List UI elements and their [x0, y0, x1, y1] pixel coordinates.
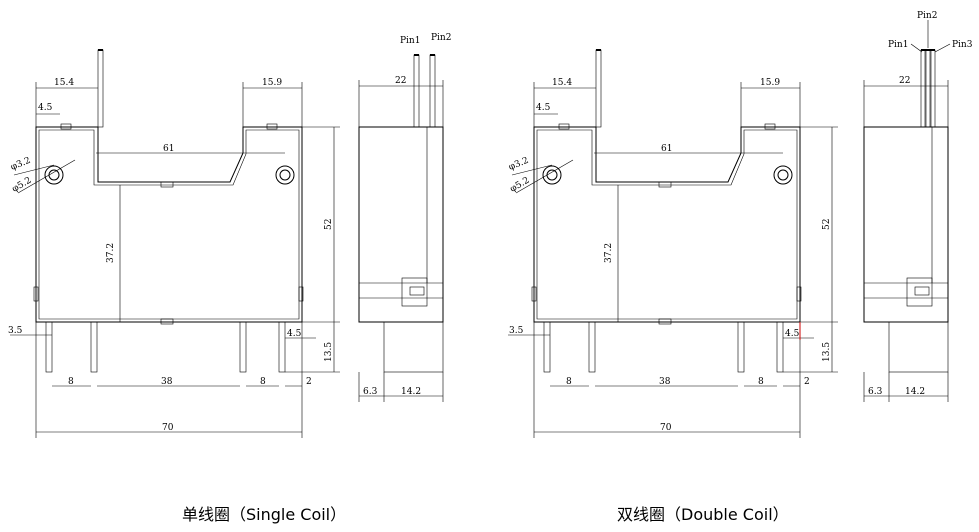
dim-70: 70 — [162, 423, 174, 433]
dim-2: 2 — [306, 377, 312, 387]
dim-61: 61 — [661, 144, 672, 154]
dim-15-4: 15.4 — [552, 78, 572, 88]
pin3-label: Pin3 — [952, 40, 973, 50]
double-coil-side-dims: Pin1 Pin2 Pin3 22 6.3 14.2 — [868, 11, 973, 397]
dim-4-5-top: 4.5 — [536, 103, 551, 113]
pin2-label: Pin2 — [431, 33, 451, 43]
dim-4-5-bottom: 4.5 — [785, 329, 800, 339]
dim-15-9: 15.9 — [760, 78, 780, 88]
dim-13-5: 13.5 — [324, 342, 334, 362]
dim-52: 52 — [822, 219, 832, 230]
dim-14-2: 14.2 — [905, 387, 925, 397]
dim-38: 38 — [659, 377, 671, 387]
dim-4-5-top: 4.5 — [38, 103, 53, 113]
dim-8-right: 8 — [260, 377, 266, 387]
double-coil-front-dims: 15.4 15.9 4.5 61 37.2 52 3.5 4.5 13.5 8 … — [507, 78, 832, 433]
caption-single-coil: 单线圈（Single Coil） — [182, 505, 346, 524]
caption-double-coil: 双线圈（Double Coil） — [617, 505, 789, 524]
dim-37-2: 37.2 — [106, 243, 116, 263]
dim-6-3: 6.3 — [868, 387, 883, 397]
pin2-label: Pin2 — [917, 11, 937, 21]
dim-61: 61 — [163, 144, 174, 154]
dim-6-3: 6.3 — [363, 387, 378, 397]
single-coil-side-dims: Pin1 Pin2 22 6.3 14.2 — [363, 33, 451, 397]
dim-8-left: 8 — [566, 377, 572, 387]
dim-8-left: 8 — [68, 377, 74, 387]
double-coil-side-view — [863, 20, 951, 402]
dim-15-9: 15.9 — [262, 78, 282, 88]
dim-phi-5-2: φ5.2 — [509, 176, 532, 195]
dim-15-4: 15.4 — [54, 78, 74, 88]
dim-3-5: 3.5 — [8, 326, 23, 336]
dim-8-right: 8 — [758, 377, 764, 387]
dim-52: 52 — [324, 219, 334, 230]
dim-phi-3-2: φ3.2 — [9, 156, 32, 173]
single-coil-side-view — [358, 54, 444, 402]
dim-13-5: 13.5 — [822, 342, 832, 362]
pin1-label: Pin1 — [888, 40, 908, 50]
dim-70: 70 — [660, 423, 672, 433]
dim-22: 22 — [395, 76, 406, 86]
dim-22: 22 — [899, 76, 910, 86]
dim-phi-3-2: φ3.2 — [507, 156, 530, 173]
mount-hole-outer — [44, 165, 64, 185]
dim-4-5-bottom: 4.5 — [287, 329, 302, 339]
single-coil-front-view — [10, 49, 340, 438]
double-coil-front-view — [508, 49, 838, 438]
dim-2: 2 — [804, 377, 810, 387]
dim-38: 38 — [161, 377, 173, 387]
dim-37-2: 37.2 — [604, 243, 614, 263]
single-coil-front-dims: 15.4 15.9 4.5 61 37.2 52 3.5 4.5 13.5 8 … — [8, 78, 334, 433]
dim-3-5: 3.5 — [509, 326, 524, 336]
dim-phi-5-2: φ5.2 — [11, 176, 34, 195]
dim-14-2: 14.2 — [401, 387, 421, 397]
pin1-label: Pin1 — [400, 36, 420, 46]
